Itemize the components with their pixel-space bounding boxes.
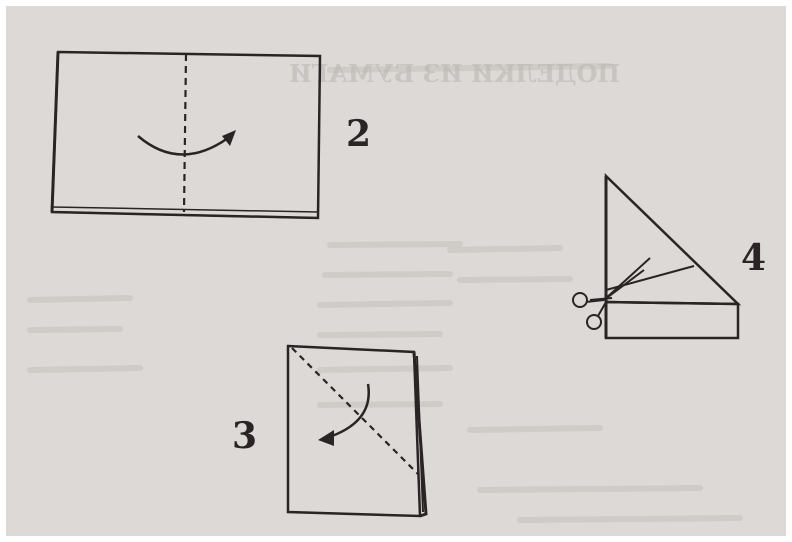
paper-surface <box>6 6 786 536</box>
scissors-handle-line-2 <box>597 301 607 317</box>
step-4-diagram <box>572 173 742 340</box>
step-3-curved-arrow <box>331 383 370 438</box>
step-3-arrowhead <box>318 430 334 446</box>
step-2-curved-arrow <box>137 135 229 156</box>
bleed-through-text <box>27 63 743 523</box>
scissors-icon <box>572 292 588 308</box>
step-number-2: 2 <box>346 113 372 155</box>
step-2-fold-line <box>182 53 188 213</box>
step-4-scissor-blade-upper <box>603 257 651 301</box>
scissors-handle-icon <box>586 314 602 330</box>
bleed-through-heading: ПОДЕЛКИ ИЗ БУМАГИ <box>289 59 620 88</box>
step-2-bottom-edge <box>51 211 319 219</box>
step-2-left-edge <box>50 51 60 213</box>
step-3-diagram <box>286 344 428 518</box>
scissors-handle-line-1 <box>585 299 605 303</box>
step-2-layer-edge <box>51 206 319 213</box>
step-number-4: 4 <box>741 237 767 279</box>
step-number-3: 3 <box>232 415 258 457</box>
step-3-layer-edge <box>416 355 424 513</box>
step-4-scissor-blade-lower <box>603 269 645 301</box>
step-4-scissor-pivot <box>589 297 613 301</box>
step-2-arrowhead <box>222 130 236 146</box>
step-2-diagram <box>50 50 322 220</box>
step-3-diagonal-fold-line <box>291 347 419 475</box>
